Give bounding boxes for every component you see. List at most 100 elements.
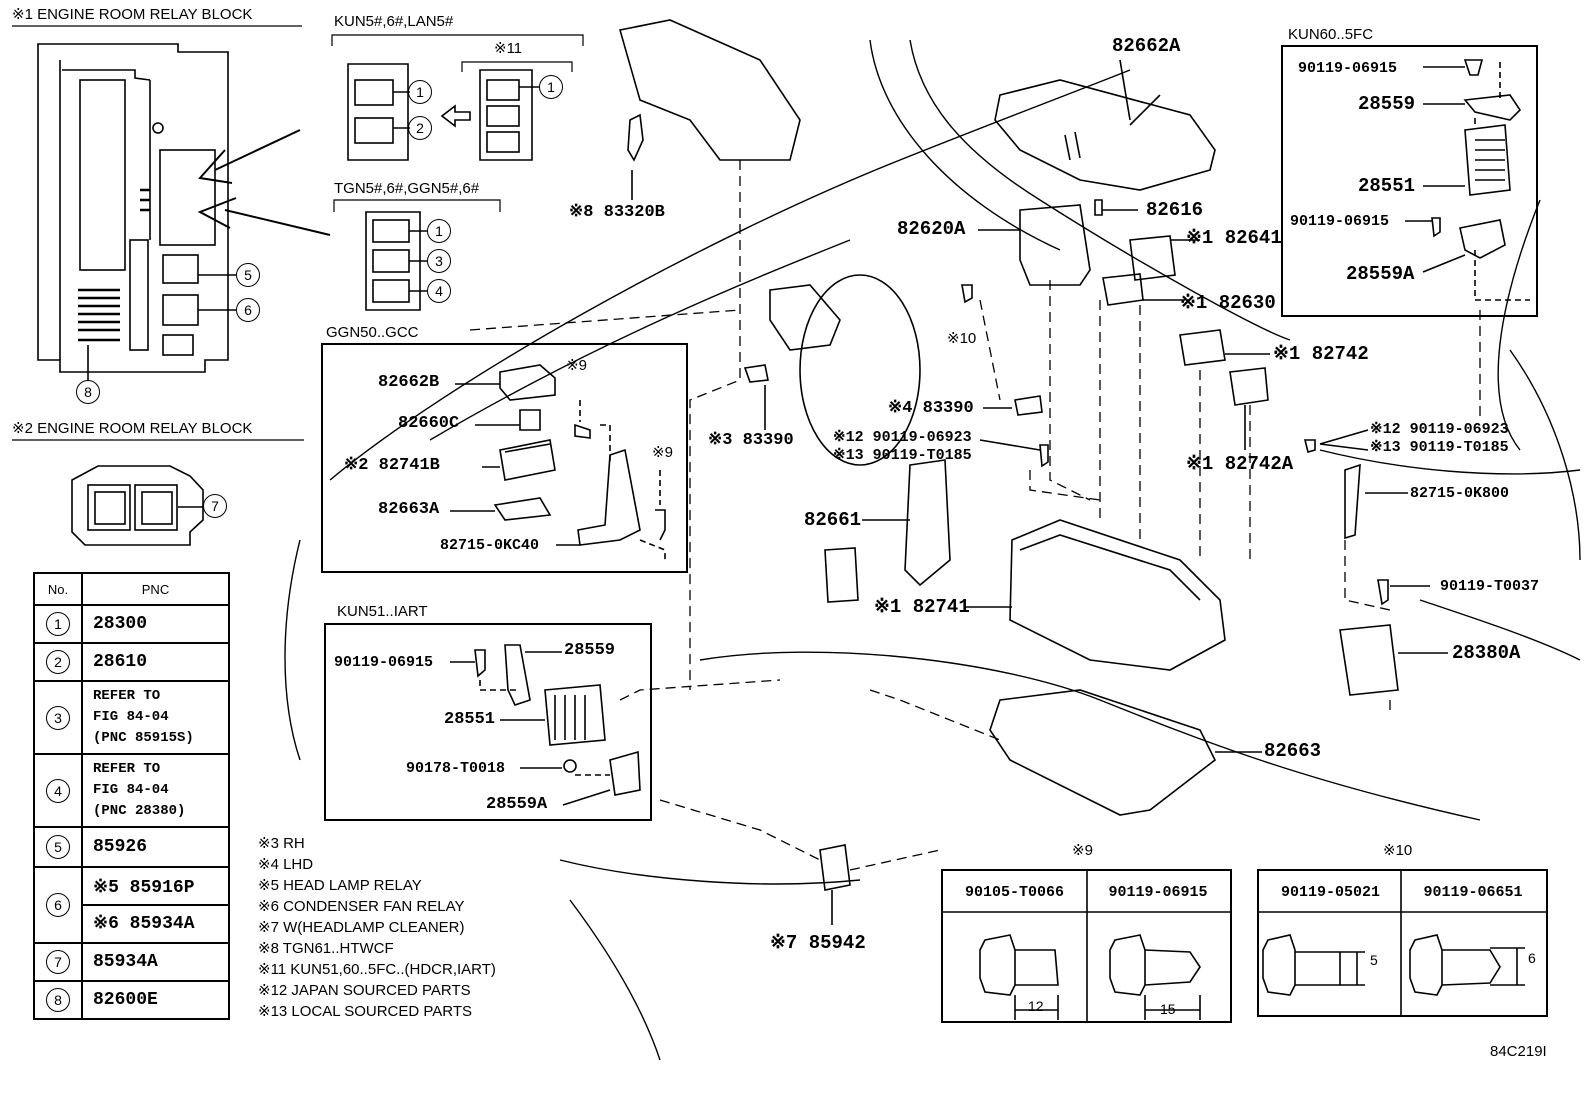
kun51-title: KUN51..IART	[337, 603, 428, 620]
kun51-parts-drawing	[450, 644, 641, 806]
row-no: 2	[46, 650, 70, 674]
kun60-title: KUN60..5FC	[1288, 26, 1374, 43]
relay-block-2-title: ※2 ENGINE ROOM RELAY BLOCK	[12, 420, 253, 437]
label-83390-lhd: ※4 83390	[888, 399, 974, 418]
fastener-10-title: ※10	[1383, 842, 1413, 859]
label-85942: ※7 85942	[770, 932, 866, 954]
note-item: ※4 LHD	[258, 856, 314, 873]
note-item: ※8 TGN61..HTWCF	[258, 940, 394, 957]
ggn50-label-82715: 82715-0KC40	[440, 537, 540, 554]
table-row: 5 85926	[33, 826, 230, 868]
callout-tgn-4: 4	[427, 279, 451, 303]
fastener-10-col-2: 90119-06651	[1423, 884, 1523, 901]
fastener-9-dim-1: 12	[1028, 998, 1044, 1014]
fastener-10-dim-2: 6	[1528, 950, 1536, 966]
ggn50-label-note9a: ※9	[566, 357, 587, 374]
note-item: ※6 CONDENSER FAN RELAY	[258, 898, 465, 915]
label-82641: ※1 82641	[1186, 227, 1282, 249]
table-row: 7 85934A	[33, 942, 230, 982]
note-item: ※12 JAPAN SOURCED PARTS	[258, 982, 471, 999]
table-row: 2 28610	[33, 642, 230, 682]
note-item: ※7 W(HEADLAMP CLEANER)	[258, 919, 465, 936]
dashed-connections	[469, 160, 1481, 871]
pnc-table: No. PNC 1 28300 2 28610 3 REFER TO FIG 8…	[33, 572, 230, 1020]
note-item: ※13 LOCAL SOURCED PARTS	[258, 1003, 473, 1020]
label-bolt-t0185-left: ※13 90119-T0185	[833, 447, 972, 464]
row-pnc-line: (PNC 85915S)	[93, 730, 194, 746]
table-row: 6 ※5 85916P ※6 85934A	[33, 866, 230, 944]
kun51-label-28559: 28559	[564, 641, 616, 660]
row-pnc-line: (PNC 28380)	[93, 803, 186, 819]
table-row: 3 REFER TO FIG 84-04 (PNC 85915S)	[33, 680, 230, 755]
label-82663: 82663	[1264, 740, 1322, 762]
row-pnc-line: ※6 85934A	[93, 914, 195, 934]
row-no: 8	[46, 988, 70, 1012]
callout-7: 7	[203, 494, 227, 518]
relay-block-assembly-drawing	[618, 19, 1399, 891]
row-no: 1	[46, 612, 70, 636]
relay-block-1-drawing	[37, 43, 331, 380]
label-bolt-t0037: 90119-T0037	[1440, 578, 1540, 595]
kun51-label-bolt: 90119-06915	[334, 654, 434, 671]
label-bolt-06923-right: ※12 90119-06923	[1370, 421, 1509, 438]
leader-lines	[631, 59, 1448, 925]
row-pnc-line: REFER TO	[93, 688, 161, 704]
fastener-drawings	[979, 934, 1525, 1020]
ggn50-label-82662b: 82662B	[378, 373, 440, 392]
relay-block-1-title: ※1 ENGINE ROOM RELAY BLOCK	[12, 6, 253, 23]
ggn50-label-82663a: 82663A	[378, 500, 440, 519]
row-no: 5	[46, 835, 70, 859]
kun60-label-28559: 28559	[1358, 93, 1416, 115]
callout-8: 8	[76, 380, 100, 404]
tgn-relay-layout-drawing	[333, 199, 501, 311]
row-pnc: REFER TO FIG 84-04 (PNC 85915S)	[81, 680, 230, 755]
table-row: 8 82600E	[33, 980, 230, 1020]
kun60-label-28559a: 28559A	[1346, 263, 1415, 285]
row-no: 3	[46, 705, 70, 730]
callout-tgn-1: 1	[427, 219, 451, 243]
label-bolt-t0185-right: ※13 90119-T0185	[1370, 439, 1509, 456]
fastener-10-dim-1: 5	[1370, 952, 1378, 968]
callout-kun-1: 1	[408, 80, 432, 104]
row-pnc-line: FIG 84-04	[93, 782, 169, 798]
table-row: 1 28300	[33, 604, 230, 644]
row-no: 7	[46, 950, 70, 974]
cover-82662a-drawing	[994, 79, 1216, 191]
kun60-label-bolt-1: 90119-06915	[1298, 60, 1398, 77]
row-pnc: REFER TO FIG 84-04 (PNC 28380)	[81, 753, 230, 828]
label-note10: ※10	[947, 330, 977, 347]
engine-bay-outline	[284, 39, 1581, 1061]
table-row: 4 REFER TO FIG 84-04 (PNC 28380)	[33, 753, 230, 828]
kun51-label-28559a: 28559A	[486, 795, 548, 814]
label-82620a: 82620A	[897, 218, 966, 240]
row-pnc: ※5 85916P ※6 85934A	[81, 866, 230, 944]
label-83390-rh: ※3 83390	[708, 431, 794, 450]
pnc-header-row: No. PNC	[33, 572, 230, 606]
variant-tgn-title: TGN5#,6#,GGN5#,6#	[334, 180, 480, 197]
callout-tgn-3: 3	[427, 249, 451, 273]
label-28380a: 28380A	[1452, 642, 1521, 664]
kun51-label-28551: 28551	[444, 710, 496, 729]
label-82616: 82616	[1146, 199, 1204, 221]
label-82661: 82661	[804, 509, 862, 531]
ggn50-parts-drawing	[450, 364, 666, 560]
row-pnc-line: FIG 84-04	[93, 709, 169, 725]
callout-6: 6	[236, 298, 260, 322]
ggn50-label-82660c: 82660C	[398, 414, 460, 433]
fastener-9-col-2: 90119-06915	[1108, 884, 1208, 901]
label-83320b: ※8 83320B	[569, 203, 665, 222]
note-item: ※3 RH	[258, 835, 305, 852]
callout-5: 5	[236, 263, 260, 287]
row-pnc: 28300	[81, 604, 230, 644]
kun60-label-28551: 28551	[1358, 175, 1416, 197]
fastener-10-col-1: 90119-05021	[1280, 884, 1381, 901]
label-82742a: ※1 82742A	[1186, 453, 1294, 475]
fastener-9-title: ※9	[1072, 842, 1093, 859]
kun60-parts-drawing	[1405, 59, 1530, 301]
label-82715-0k800: 82715-0K800	[1410, 485, 1510, 502]
note-item: ※11 KUN51,60..5FC..(HDCR,IART)	[258, 961, 496, 978]
figure-id: 84C219I	[1490, 1043, 1547, 1060]
row-pnc: 28610	[81, 642, 230, 682]
